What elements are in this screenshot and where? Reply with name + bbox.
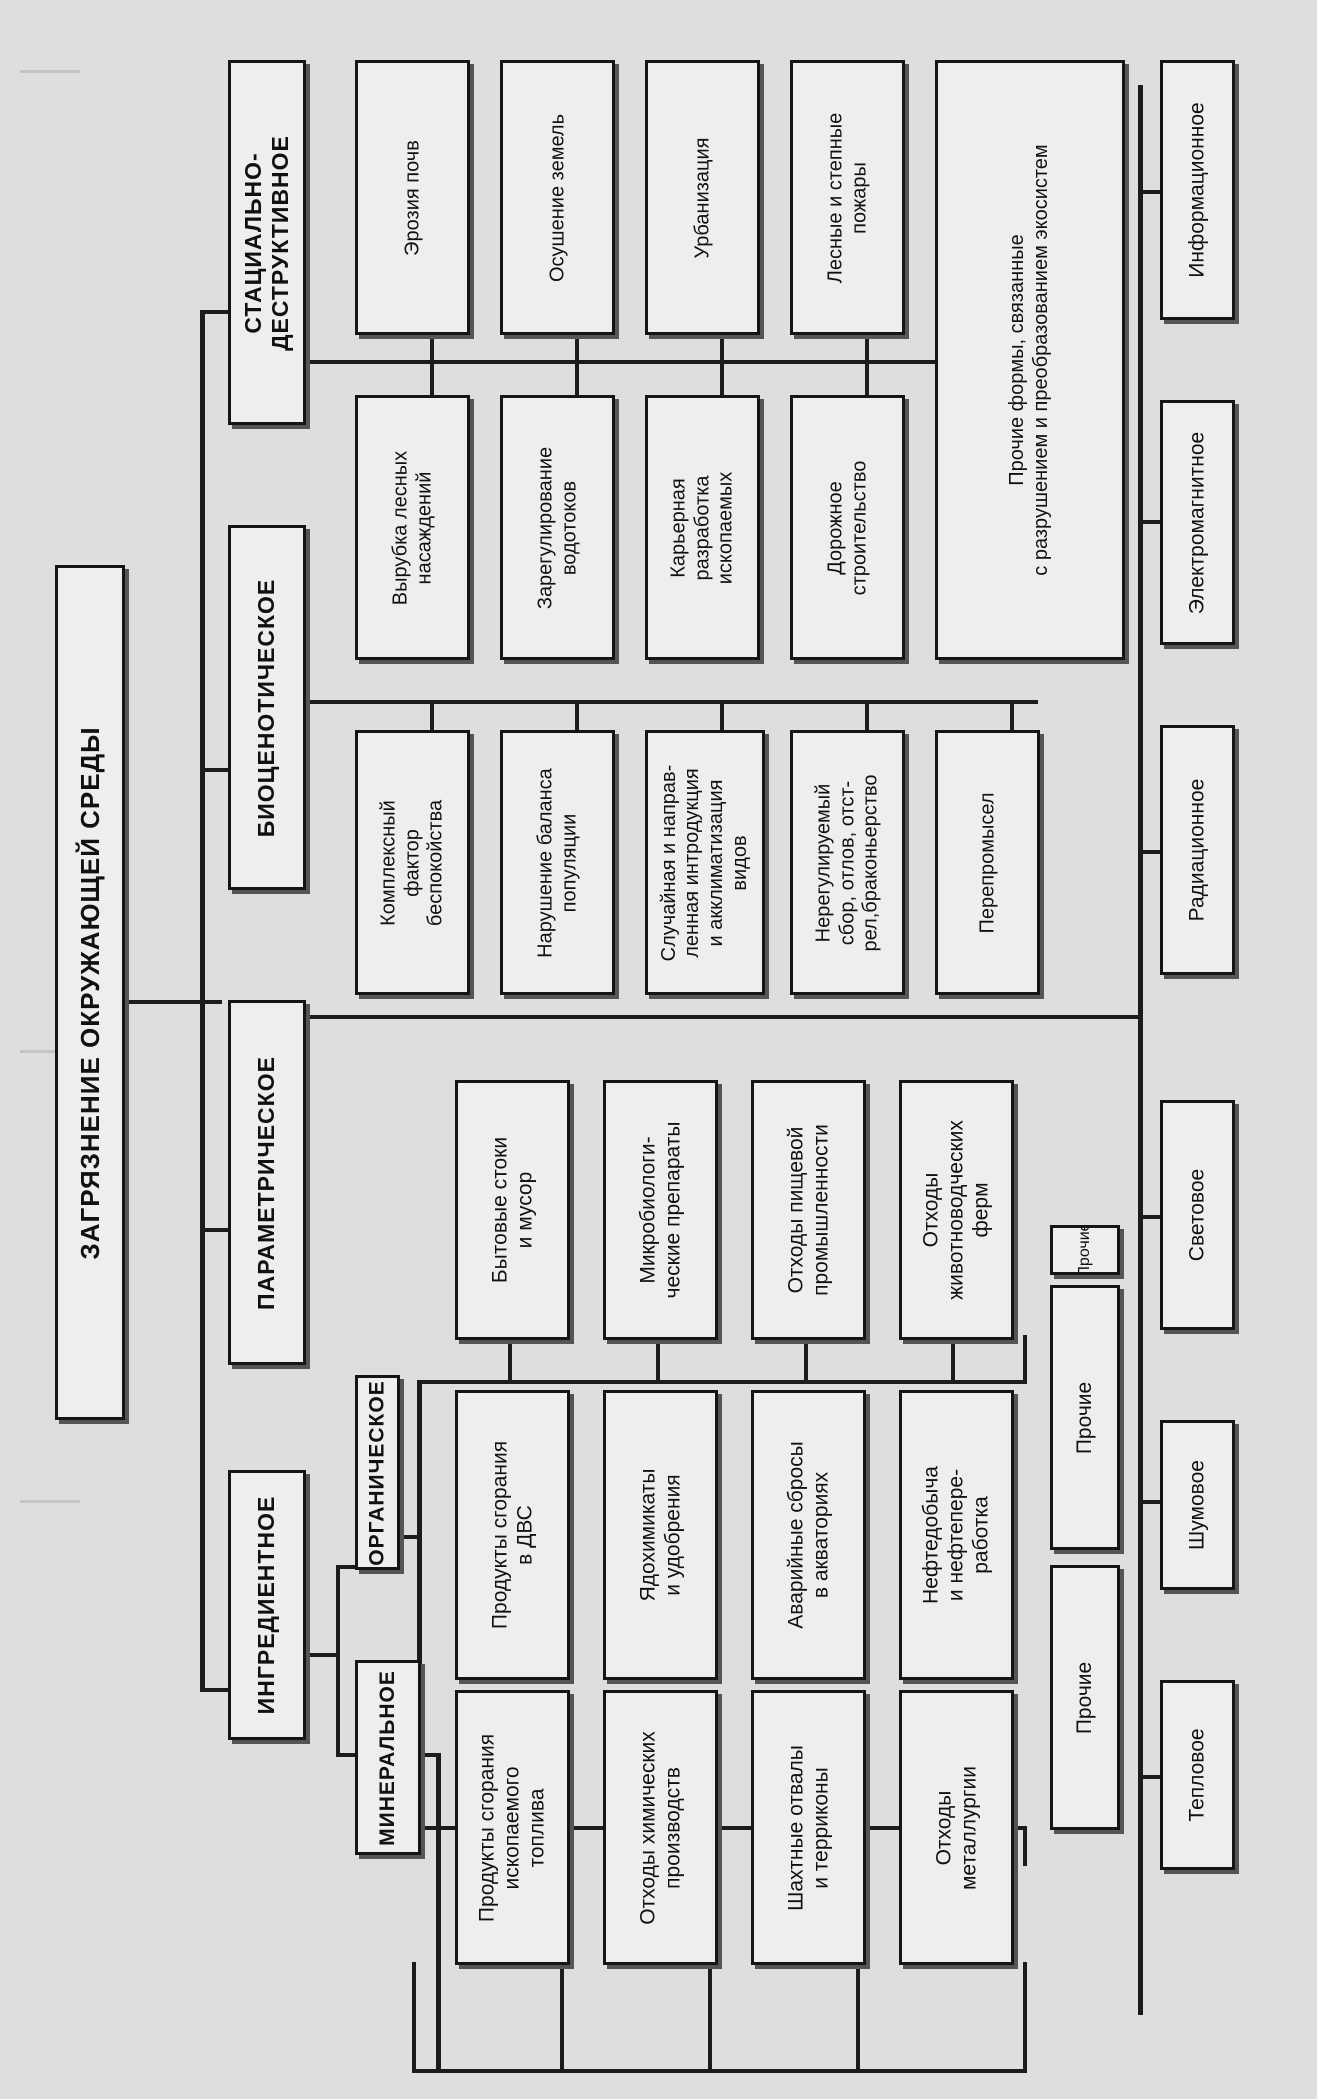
mineral-item-label: Прочие — [1072, 1661, 1096, 1734]
subcategory-mineral: МИНЕРАЛЬНОЕ — [355, 1660, 421, 1855]
mineral-item: Отходы металлургии — [899, 1690, 1014, 1965]
organic-item-label: Отходы пищевой промышленности — [783, 1124, 832, 1296]
biocenotic-item: Комплексный фактор беспокойства — [355, 730, 470, 995]
organic-item: Продукты сгорания в ДВС — [455, 1390, 570, 1680]
organic-item: Аварийные сбросы в акваториях — [751, 1390, 866, 1680]
category-biocenotic-label: БИОЦЕНОТИЧЕСКОЕ — [253, 578, 280, 837]
biocenotic-item: Случайная и направ- ленная интродукция и… — [645, 730, 765, 995]
biocenotic-item-label: Нерегулируемый сбор, отлов, отст- рел,бр… — [812, 774, 882, 952]
organic-item-label: Прочие — [1072, 1381, 1096, 1454]
mineral-item: Отходы химических производств — [603, 1690, 718, 1965]
organic-item-label: Продукты сгорания в ДВС — [487, 1440, 536, 1630]
subcategory-mineral-label: МИНЕРАЛЬНОЕ — [375, 1669, 399, 1846]
parametric-item: Тепловое — [1160, 1680, 1235, 1870]
biocenotic-item-label: Комплексный фактор беспокойства — [377, 799, 447, 926]
biocenotic-item-label: Нарушение баланса популяции — [533, 767, 580, 958]
organic-item: Микробиологи- ческие препараты — [603, 1080, 718, 1340]
organic-item: Отходы животноводческих ферм — [899, 1080, 1014, 1340]
biocenotic-item: Нарушение баланса популяции — [500, 730, 615, 995]
biocenotic-item-label: Перепромысел — [975, 791, 998, 934]
title-text: ЗАГРЯЗНЕНИЕ ОКРУЖАЮЩЕЙ СРЕДЫ — [74, 725, 105, 1260]
parametric-item: Шумовое — [1160, 1420, 1235, 1590]
parametric-item-label: Электромагнитное — [1185, 431, 1209, 614]
stational-item-label: Прочие формы, связанные с разрушением и … — [1006, 144, 1052, 576]
organic-item: Бытовые стоки и мусор — [455, 1080, 570, 1340]
biocenotic-item-label: Случайная и направ- ленная интродукция и… — [657, 764, 751, 961]
parametric-item-label: Световое — [1185, 1168, 1209, 1262]
organic-item-label: Ядохимикаты и удобрения — [635, 1468, 684, 1602]
category-biocenotic: БИОЦЕНОТИЧЕСКОЕ — [228, 525, 306, 890]
mineral-item: Шахтные отвалы и терриконы — [751, 1690, 866, 1965]
parametric-item-label: Тепловое — [1185, 1728, 1209, 1822]
stational-item: Лесные и степные пожары — [790, 60, 905, 335]
mineral-item: Продукты сгорания ископаемого топлива — [455, 1690, 570, 1965]
stational-item-label: Урбанизация — [690, 137, 713, 259]
stational-item: Вырубка лесных насаждений — [355, 395, 470, 660]
stational-item-label: Карьерная разработка ископаемых — [667, 471, 737, 584]
category-stational-destructive: СТАЦИАЛЬНО- ДЕСТРУКТИВНОЕ — [228, 60, 306, 425]
stational-item: Карьерная разработка ископаемых — [645, 395, 760, 660]
organic-item: Нефтедобыча и нефтепере- работка — [899, 1390, 1014, 1680]
organic-item-label: Отходы животноводческих ферм — [919, 1120, 992, 1300]
category-stational-label: СТАЦИАЛЬНО- ДЕСТРУКТИВНОЕ — [239, 134, 293, 351]
stational-item-label: Зарегулирование водотоков — [533, 446, 580, 609]
category-ingredient: ИНГРЕДИЕНТНОЕ — [228, 1470, 306, 1740]
organic-item-label: Бытовые стоки и мусор — [487, 1136, 536, 1284]
stational-item-label: Вырубка лесных насаждений — [388, 450, 435, 605]
stational-item-label: Лесные и степные пожары — [823, 112, 870, 283]
organic-item: Ядохимикаты и удобрения — [603, 1390, 718, 1680]
parametric-item: Световое — [1160, 1100, 1235, 1330]
category-ingredient-label: ИНГРЕДИЕНТНОЕ — [253, 1495, 280, 1715]
mineral-item: Прочие — [1050, 1565, 1120, 1830]
organic-item: Прочие — [1050, 1285, 1120, 1550]
mineral-item-label: Продукты сгорания ископаемого топлива — [475, 1733, 548, 1922]
organic-item-label: Микробиологи- ческие препараты — [635, 1121, 684, 1299]
stational-item: Урбанизация — [645, 60, 760, 335]
stational-item-label: Эрозия почв — [400, 139, 423, 256]
organic-item-label: Прочие — [1075, 1225, 1093, 1275]
parametric-item: Радиационное — [1160, 725, 1235, 975]
stational-item: Дорожное строительство — [790, 395, 905, 660]
parametric-item-label: Информационное — [1185, 102, 1209, 278]
stational-item: Зарегулирование водотоков — [500, 395, 615, 660]
stational-item-label: Дорожное строительство — [823, 460, 870, 595]
organic-item: Отходы пищевой промышленности — [751, 1080, 866, 1340]
organic-item-label: Аварийные сбросы в акваториях — [783, 1441, 832, 1629]
parametric-item: Электромагнитное — [1160, 400, 1235, 645]
biocenotic-item: Нерегулируемый сбор, отлов, отст- рел,бр… — [790, 730, 905, 995]
mineral-item-label: Отходы химических производств — [635, 1730, 684, 1925]
parametric-item: Информационное — [1160, 60, 1235, 320]
stational-item: Осушение земель — [500, 60, 615, 335]
mineral-item-label: Отходы металлургии — [931, 1765, 980, 1890]
stational-item: Эрозия почв — [355, 60, 470, 335]
parametric-item-label: Радиационное — [1185, 778, 1209, 922]
stational-item: Прочие формы, связанные с разрушением и … — [935, 60, 1125, 660]
title-box: ЗАГРЯЗНЕНИЕ ОКРУЖАЮЩЕЙ СРЕДЫ — [55, 565, 125, 1420]
stational-item-label: Осушение земель — [545, 113, 568, 282]
parametric-item-label: Шумовое — [1185, 1460, 1209, 1550]
category-parametric-label: ПАРАМЕТРИЧЕСКОЕ — [253, 1055, 280, 1310]
subcategory-organic-label: ОРГАНИЧЕСКОЕ — [365, 1379, 389, 1566]
category-parametric: ПАРАМЕТРИЧЕСКОЕ — [228, 1000, 306, 1365]
organic-item-label: Нефтедобыча и нефтепере- работка — [919, 1466, 992, 1604]
subcategory-organic: ОРГАНИЧЕСКОЕ — [355, 1375, 400, 1570]
biocenotic-item: Перепромысел — [935, 730, 1040, 995]
organic-item: Прочие — [1050, 1225, 1120, 1275]
mineral-item-label: Шахтные отвалы и терриконы — [783, 1744, 832, 1911]
